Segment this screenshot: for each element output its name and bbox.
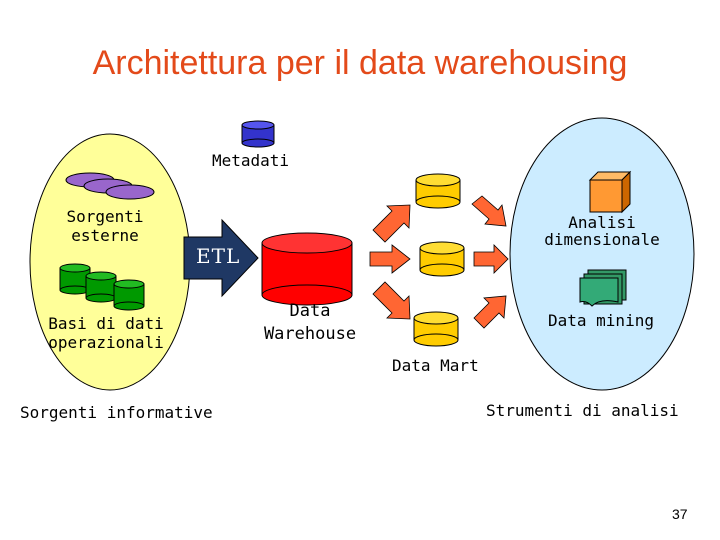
external-sources-label-line2: esterne <box>71 226 139 245</box>
data-mart-top-icon <box>415 173 461 209</box>
page-number: 37 <box>672 506 688 522</box>
analysis-tools-caption: Strumenti di analisi <box>486 401 679 420</box>
data-mart-label: Data Mart <box>392 356 479 375</box>
data-mart-middle-icon <box>419 241 465 277</box>
data-mining-documents-icon <box>579 269 627 307</box>
information-sources-caption: Sorgenti informative <box>20 403 213 422</box>
olap-cube-icon <box>588 170 632 214</box>
etl-arrow <box>183 218 259 298</box>
flow-arrow-mart-to-analysis <box>471 195 507 227</box>
external-sources-label-line1: Sorgenti <box>66 207 144 226</box>
data-mart-bottom-icon <box>413 311 459 347</box>
flow-arrow-mart-to-tools <box>473 244 509 274</box>
metadata-database-icon <box>241 120 275 148</box>
flow-arrow-dw-to-mart-bottom <box>372 281 411 320</box>
data-warehouse-icon <box>261 232 353 306</box>
external-sources-icon <box>65 172 155 200</box>
operational-databases-icon <box>59 263 145 311</box>
dimensional-analysis-label-line2: dimensionale <box>544 230 660 249</box>
dimensional-analysis-label-line1: Analisi <box>568 213 636 232</box>
data-warehouse-label-line2: Warehouse <box>263 324 357 344</box>
flow-arrow-dw-to-mart-top <box>372 204 411 243</box>
flow-arrow-mart-to-mining <box>473 295 507 329</box>
data-warehouse-label-line1: Data <box>289 301 331 321</box>
flow-arrow-dw-to-mart-middle <box>369 244 411 274</box>
data-mining-label: Data mining <box>548 311 654 330</box>
operational-db-label-line2: operazionali <box>48 333 164 352</box>
metadata-label: Metadati <box>212 151 290 170</box>
etl-label: ETL <box>196 244 241 268</box>
slide-title: Architettura per il data warehousing <box>92 44 628 82</box>
operational-db-label-line1: Basi di dati <box>48 314 164 333</box>
analysis-tools-ellipse <box>509 117 695 391</box>
